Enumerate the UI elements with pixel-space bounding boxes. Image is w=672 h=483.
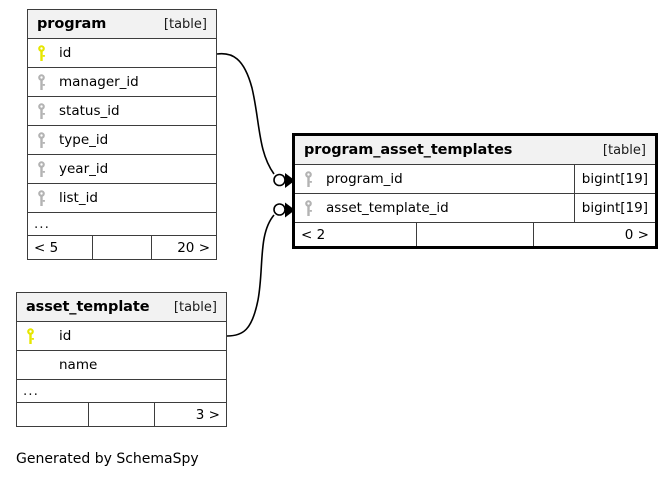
table-header-program-asset-templates: program_asset_templates [table] bbox=[295, 136, 655, 165]
column-label: type_id bbox=[59, 132, 109, 148]
footer-children-count[interactable]: 3 > bbox=[154, 403, 226, 426]
zero-cardinality-marker bbox=[273, 173, 286, 187]
more-columns-indicator: ... bbox=[17, 380, 226, 403]
column-name-cell: asset_template_id bbox=[295, 194, 574, 222]
column-row-name[interactable]: name bbox=[17, 351, 226, 380]
footer-parents-count[interactable]: < 2 bbox=[301, 226, 326, 243]
table-header-asset-template: asset_template [table] bbox=[17, 293, 226, 322]
table-asset-template[interactable]: asset_template [table] id name ... 3 > bbox=[16, 292, 227, 427]
column-label: manager_id bbox=[59, 74, 139, 90]
column-label: year_id bbox=[59, 161, 109, 177]
foreign-key-icon bbox=[37, 189, 59, 206]
primary-key-icon bbox=[37, 44, 59, 61]
column-row-id[interactable]: id bbox=[17, 322, 226, 351]
foreign-key-icon bbox=[37, 131, 59, 148]
foreign-key-icon bbox=[304, 199, 326, 216]
table-program[interactable]: program [table] id bbox=[27, 9, 217, 260]
table-kind-label: [table] bbox=[173, 299, 217, 315]
column-name-cell: type_id bbox=[28, 126, 216, 154]
table-footer-program: < 5 20 > bbox=[28, 236, 216, 259]
column-row-list-id[interactable]: list_id bbox=[28, 184, 216, 213]
column-name-cell: list_id bbox=[28, 184, 216, 212]
footer-middle bbox=[416, 223, 532, 246]
footer-parents-count[interactable]: < 5 bbox=[34, 239, 59, 256]
diagram-caption: Generated by SchemaSpy bbox=[16, 451, 199, 467]
column-name-cell: program_id bbox=[295, 165, 574, 193]
footer-middle bbox=[88, 403, 154, 426]
footer-parents-count[interactable] bbox=[17, 403, 88, 426]
column-name-cell: status_id bbox=[28, 97, 216, 125]
column-row-id[interactable]: id bbox=[28, 39, 216, 68]
table-footer-asset-template: 3 > bbox=[17, 403, 226, 426]
column-row-type-id[interactable]: type_id bbox=[28, 126, 216, 155]
column-label: status_id bbox=[59, 103, 120, 119]
foreign-key-icon bbox=[304, 170, 326, 187]
column-label: id bbox=[59, 45, 72, 61]
column-row-status-id[interactable]: status_id bbox=[28, 97, 216, 126]
table-title: program bbox=[37, 16, 107, 32]
foreign-key-icon bbox=[37, 160, 59, 177]
column-name-cell: manager_id bbox=[28, 68, 216, 96]
column-row-year-id[interactable]: year_id bbox=[28, 155, 216, 184]
table-kind-label: [table] bbox=[602, 142, 646, 158]
foreign-key-icon bbox=[37, 102, 59, 119]
column-name-cell: name bbox=[17, 351, 226, 379]
column-label: program_id bbox=[326, 171, 403, 187]
column-label: asset_template_id bbox=[326, 200, 449, 216]
table-title: asset_template bbox=[26, 299, 150, 315]
table-footer-program-asset-templates: < 2 0 > bbox=[295, 223, 655, 246]
footer-children-count[interactable]: 20 > bbox=[151, 236, 216, 259]
table-kind-label: [table] bbox=[163, 16, 207, 32]
arrowhead bbox=[285, 173, 295, 188]
zero-cardinality-marker bbox=[273, 203, 286, 216]
relationship-asset-template-to-program-asset-templates bbox=[226, 202, 295, 337]
column-label: list_id bbox=[59, 190, 98, 206]
table-title: program_asset_templates bbox=[304, 142, 513, 158]
column-label: id bbox=[59, 328, 72, 344]
column-name-cell: id bbox=[28, 39, 216, 67]
column-name-cell: id bbox=[17, 322, 226, 350]
column-label: name bbox=[59, 357, 98, 373]
footer-children-count[interactable]: 0 > bbox=[532, 223, 655, 246]
table-program-asset-templates[interactable]: program_asset_templates [table] program_… bbox=[292, 133, 658, 249]
foreign-key-icon bbox=[37, 73, 59, 90]
relationship-program-to-program-asset-templates bbox=[216, 52, 295, 188]
column-row-program-id[interactable]: program_id bigint[19] bbox=[295, 165, 655, 194]
footer-middle bbox=[92, 236, 151, 259]
table-header-program: program [table] bbox=[28, 10, 216, 39]
arrowhead bbox=[285, 202, 295, 218]
column-type: bigint[19] bbox=[573, 194, 655, 222]
more-columns-indicator: ... bbox=[28, 213, 216, 236]
column-row-manager-id[interactable]: manager_id bbox=[28, 68, 216, 97]
column-type: bigint[19] bbox=[573, 165, 655, 193]
column-row-asset-template-id[interactable]: asset_template_id bigint[19] bbox=[295, 194, 655, 223]
column-name-cell: year_id bbox=[28, 155, 216, 183]
primary-key-icon bbox=[26, 327, 48, 344]
